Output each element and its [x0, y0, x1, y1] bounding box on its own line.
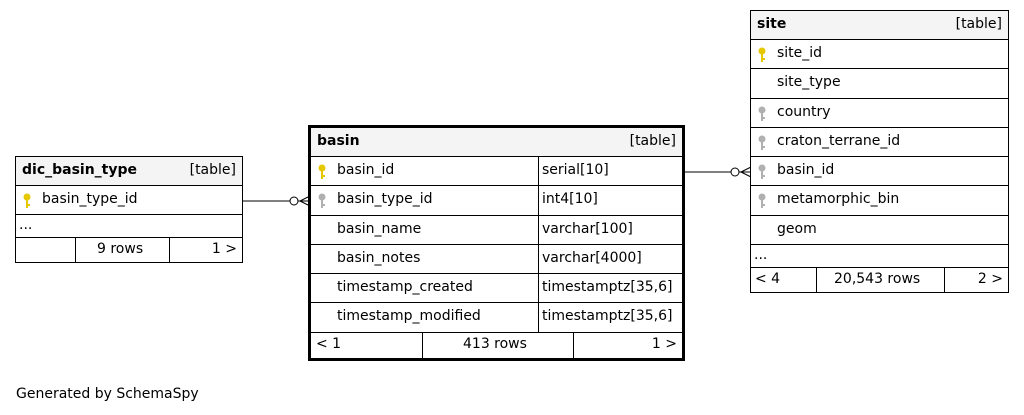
footer-next: 1 > — [211, 241, 237, 258]
table-basin[interactable]: basin [table] basin_id serial[10] basin_ty… — [308, 125, 685, 361]
column-row[interactable]: basin_notes varchar[4000] — [311, 244, 682, 275]
primary-key-icon — [317, 164, 327, 180]
column-name: basin_name — [337, 220, 422, 237]
table-footer: < 4 20,543 rows 2 > — [751, 268, 1008, 293]
footer-row-count: 9 rows — [97, 241, 144, 258]
table-kind: [table] — [955, 16, 1002, 32]
table-kind: [table] — [629, 133, 676, 149]
column-name: basin_type_id — [42, 191, 138, 207]
column-type: varchar[100] — [542, 220, 633, 237]
column-name: site_type — [777, 74, 841, 91]
footer-next: 1 > — [651, 335, 677, 352]
column-name: geom — [777, 220, 817, 237]
column-type: timestamptz[35,6] — [542, 308, 673, 325]
column-row[interactable]: site_id — [751, 40, 1008, 70]
column-name: timestamp_modified — [337, 308, 481, 325]
foreign-key-icon — [317, 193, 327, 209]
column-name: basin_notes — [337, 249, 421, 266]
table-header: dic_basin_type [table] — [16, 157, 242, 186]
column-name: metamorphic_bin — [777, 191, 900, 208]
footer-row-count: 20,543 rows — [834, 271, 921, 288]
column-row[interactable]: craton_terrane_id — [751, 128, 1008, 158]
column-row[interactable]: country — [751, 99, 1008, 128]
column-name: timestamp_created — [337, 279, 473, 296]
column-name: basin_type_id — [337, 191, 433, 208]
foreign-key-icon — [757, 135, 767, 151]
column-name: basin_id — [777, 162, 835, 179]
table-name: basin — [317, 133, 360, 149]
column-row[interactable]: basin_id serial[10] — [311, 157, 682, 187]
column-row[interactable]: basin_id — [751, 157, 1008, 187]
more-columns: ... — [751, 245, 1008, 269]
column-type: varchar[4000] — [542, 249, 642, 266]
column-row[interactable]: metamorphic_bin — [751, 186, 1008, 216]
column-name: basin_id — [337, 162, 395, 178]
relationship-dic-basin-type-to-basin — [243, 195, 311, 207]
table-header: basin [table] — [311, 128, 682, 157]
footer-prev: < 1 — [316, 335, 342, 352]
footer-prev: < 4 — [755, 271, 781, 288]
more-columns: ... — [16, 215, 242, 239]
footer-row-count: 413 rows — [463, 335, 527, 352]
generated-by-label: Generated by SchemaSpy — [16, 386, 199, 402]
column-row[interactable]: timestamp_created timestamptz[35,6] — [311, 274, 682, 304]
column-type: int4[10] — [542, 191, 598, 208]
column-type: serial[10] — [542, 162, 609, 178]
column-row[interactable]: timestamp_modified timestamptz[35,6] — [311, 303, 682, 333]
table-kind: [table] — [189, 162, 236, 178]
table-footer: < 1 413 rows 1 > — [311, 332, 682, 358]
table-dic-basin-type[interactable]: dic_basin_type [table] basin_type_id ...… — [15, 156, 243, 264]
table-name: site — [757, 16, 787, 32]
column-row[interactable]: basin_type_id int4[10] — [311, 186, 682, 216]
footer-next: 2 > — [977, 271, 1003, 288]
column-name: site_id — [777, 45, 823, 61]
column-name: craton_terrane_id — [777, 132, 901, 149]
column-row[interactable]: basin_name varchar[100] — [311, 215, 682, 245]
column-row[interactable]: geom — [751, 216, 1008, 246]
column-name: country — [777, 103, 831, 120]
foreign-key-icon — [757, 164, 767, 180]
column-row[interactable]: basin_type_id — [16, 186, 242, 216]
foreign-key-icon — [757, 106, 767, 122]
table-header: site [table] — [751, 11, 1008, 40]
column-type: timestamptz[35,6] — [542, 279, 673, 296]
column-row[interactable]: site_type — [751, 69, 1008, 99]
primary-key-icon — [757, 47, 767, 63]
table-footer: 9 rows 1 > — [16, 238, 242, 263]
foreign-key-icon — [757, 193, 767, 209]
relationship-basin-to-site — [684, 166, 752, 178]
table-name: dic_basin_type — [22, 162, 138, 178]
primary-key-icon — [22, 193, 32, 209]
